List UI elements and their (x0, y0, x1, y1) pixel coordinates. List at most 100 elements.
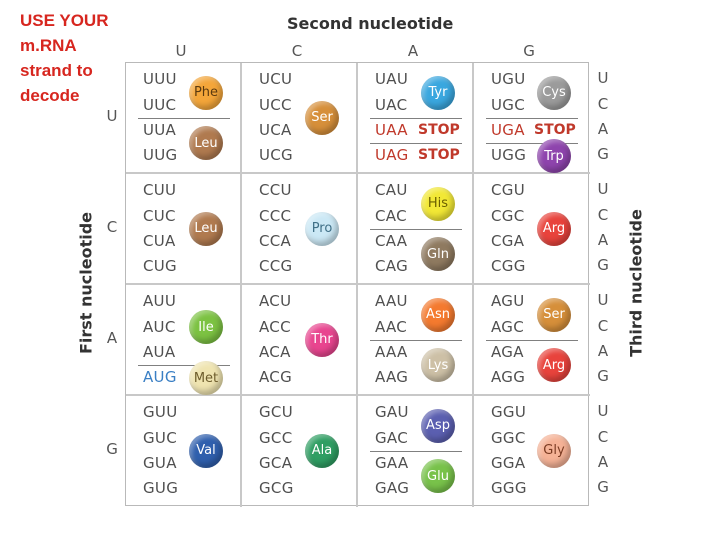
codon: GUC (143, 429, 177, 447)
codon: ACA (259, 343, 291, 361)
first-base-header: C (106, 218, 118, 236)
codon: CAA (375, 232, 408, 250)
third-base-label: C (597, 95, 609, 113)
codon: GUG (143, 479, 179, 497)
codon-divider (138, 118, 230, 119)
codon: AAC (375, 318, 408, 336)
codon: UUA (143, 121, 177, 139)
codon-divider (486, 118, 578, 119)
codon: UGU (491, 70, 526, 88)
codon: AGG (491, 368, 526, 386)
codon: CAU (375, 181, 408, 199)
codon: AGA (491, 343, 524, 361)
instruction-text: USE YOUR m.RNA strand to decode (20, 11, 109, 105)
first-nucleotide-title: First nucleotide (76, 211, 96, 355)
third-base-label: G (597, 256, 609, 274)
third-base-label: U (597, 180, 609, 198)
amino-acid-arg: Arg (537, 348, 571, 382)
amino-acid-gln: Gln (421, 237, 455, 271)
codon: CAC (375, 207, 407, 225)
amino-acid-ala: Ala (305, 433, 339, 468)
codon: GUU (143, 403, 178, 421)
codon: GAC (375, 429, 408, 447)
codon: CCG (259, 257, 293, 275)
amino-acid-arg: Arg (537, 211, 571, 246)
amino-acid-thr: Thr (305, 322, 339, 357)
first-base-header: G (106, 440, 118, 458)
codon: UGC (491, 96, 525, 114)
third-base-label: G (597, 145, 609, 163)
stop-label: STOP (534, 122, 576, 138)
amino-acid-trp: Trp (537, 139, 571, 173)
codon: GAU (375, 403, 409, 421)
second-base-header: G (523, 42, 535, 60)
codon: UUG (143, 146, 178, 164)
codon: CUC (143, 207, 176, 225)
amino-acid-cys: Cys (537, 75, 571, 110)
codon: UAA (375, 121, 408, 139)
codon: ACG (259, 368, 292, 386)
codon: CCC (259, 207, 292, 225)
amino-acid-asp: Asp (421, 408, 455, 443)
codon: GCG (259, 479, 294, 497)
codon: AAA (375, 343, 408, 361)
codon-divider (486, 340, 578, 341)
amino-acid-asn: Asn (421, 297, 455, 332)
codon: CGA (491, 232, 525, 250)
codon: UGA (491, 121, 525, 139)
codon: GGG (491, 479, 527, 497)
codon-divider (138, 365, 230, 366)
codon-divider (370, 118, 462, 119)
amino-acid-gly: Gly (537, 433, 571, 468)
third-base-label: C (597, 206, 609, 224)
amino-acid-leu: Leu (189, 126, 223, 160)
first-base-header: A (106, 329, 118, 347)
codon: CGU (491, 181, 525, 199)
amino-acid-glu: Glu (421, 459, 455, 493)
stop-label: STOP (418, 122, 460, 138)
codon: AAG (375, 368, 409, 386)
second-base-header: U (175, 42, 187, 60)
codon-divider (370, 451, 462, 452)
third-base-label: U (597, 69, 609, 87)
codon: UCC (259, 96, 292, 114)
first-base-header: U (106, 107, 118, 125)
codon: UUU (143, 70, 177, 88)
amino-acid-ile: Ile (189, 310, 223, 344)
codon: GGA (491, 454, 526, 472)
third-base-label: A (597, 120, 609, 138)
codon: GCU (259, 403, 293, 421)
codon: CCA (259, 232, 292, 250)
codon-divider (370, 229, 462, 230)
amino-acid-lys: Lys (421, 348, 455, 382)
amino-acid-met: Met (189, 361, 223, 395)
third-base-label: A (597, 342, 609, 360)
codon: CUU (143, 181, 177, 199)
amino-acid-his: His (421, 186, 455, 221)
codon: AUG (143, 368, 177, 386)
third-base-label: U (597, 291, 609, 309)
codon: GAG (375, 479, 410, 497)
amino-acid-pro: Pro (305, 211, 339, 246)
third-base-label: U (597, 402, 609, 420)
codon: GCA (259, 454, 293, 472)
codon: AUU (143, 292, 177, 310)
amino-acid-val: Val (189, 433, 223, 468)
codon: AUC (143, 318, 176, 336)
codon-divider (370, 340, 462, 341)
codon: AGU (491, 292, 525, 310)
codon: UCA (259, 121, 292, 139)
codon: GGC (491, 429, 526, 447)
codon: UGG (491, 146, 527, 164)
codon: UAU (375, 70, 409, 88)
